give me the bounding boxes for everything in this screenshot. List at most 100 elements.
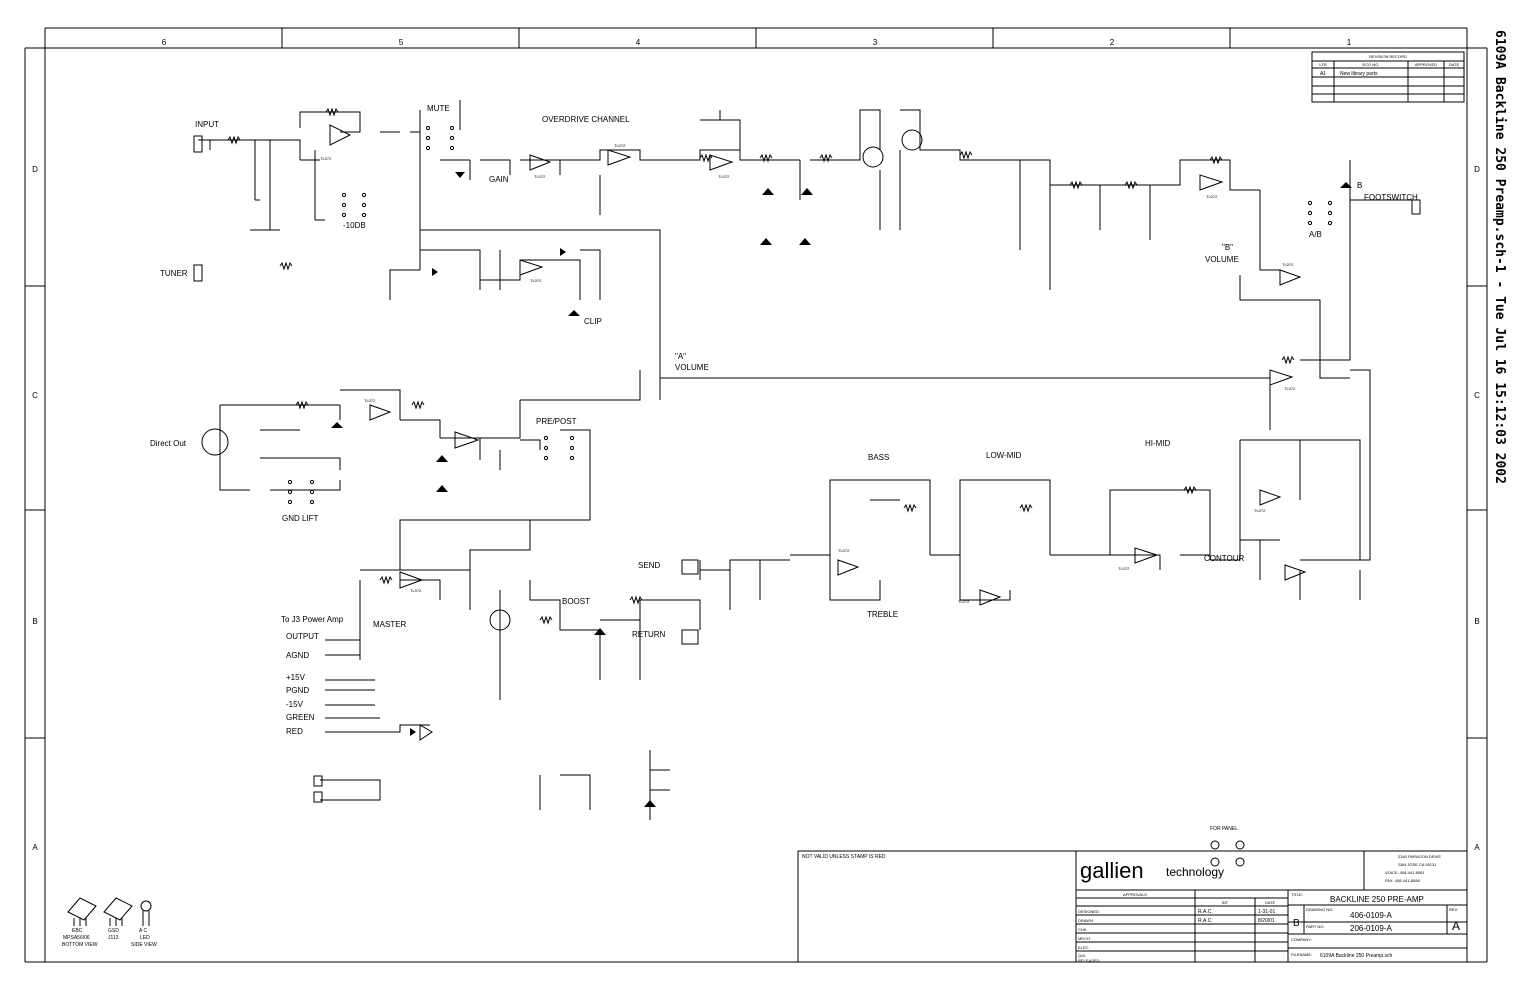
label-clip: CLIP (584, 317, 602, 326)
chip-label: TL072 (958, 599, 970, 604)
chip-label: TL072 (1284, 386, 1296, 391)
op-amps (329, 124, 1307, 741)
rev-col-approved: APPROVED (1415, 62, 1437, 67)
drawing-size: B (1293, 918, 1300, 929)
approval-role: CHK. (1078, 927, 1088, 932)
address-line-2: SAN JOSE CA 95131 (1398, 862, 1437, 867)
label-bottom-view: BOTTOM VIEW (62, 942, 98, 948)
label-ab: A/B (1309, 230, 1322, 239)
label-to-j3: To J3 Power Amp (281, 615, 344, 624)
label-treble: TREBLE (867, 610, 898, 619)
approval-role: MECH. (1078, 936, 1091, 941)
row-label-a-right: A (1474, 843, 1480, 852)
label-minus10db: -10DB (343, 221, 366, 230)
label-master: MASTER (373, 620, 407, 629)
rev-col-ltr: LTR (1319, 62, 1326, 67)
rev-col-eco: ECO NO. (1363, 62, 1380, 67)
label-low-mid: LOW-MID (986, 451, 1022, 460)
row-label-d-left: D (32, 165, 38, 174)
rev-col-date: DATE (1449, 62, 1460, 67)
rev-row-eco: New library parts (1340, 71, 1378, 77)
label-hi-mid: HI-MID (1145, 439, 1171, 448)
label-boost: BOOST (562, 597, 590, 606)
chip-label: TL072 (1254, 508, 1266, 513)
label-plus15v: +15V (286, 673, 306, 682)
approval-init: R.A.C. (1198, 918, 1213, 924)
drawing-title: BACKLINE 250 PRE-AMP (1330, 895, 1424, 904)
label-b-volume-q: "B" (1222, 243, 1233, 252)
chip-label: TL072 (1206, 194, 1218, 199)
transistors (489, 129, 923, 631)
label-led: LED (140, 935, 150, 941)
address-line-4: FAX: 408-441-8088 (1385, 878, 1420, 883)
rev-value: A (1452, 919, 1460, 933)
chip-label: TL072 (1282, 262, 1294, 267)
part-no: 206-0109-A (1350, 924, 1392, 933)
label-pre-post: PRE/POST (536, 417, 577, 426)
label-return: RETURN (632, 630, 666, 639)
label-pgnd: PGND (286, 686, 309, 695)
row-dividers (25, 285, 1487, 739)
stamp-note: NOT VALID UNLESS STAMP IS RED (802, 854, 886, 860)
approvals-col-date: DATE (1265, 900, 1276, 905)
row-label-b-right: B (1474, 617, 1479, 626)
label-a-volume: VOLUME (675, 363, 709, 372)
label-for-panel: FOR PANEL (1210, 826, 1238, 832)
column-dividers (281, 28, 1231, 48)
rev-row-ltr: A1 (1320, 71, 1326, 77)
label-contour: CONTOUR (1204, 554, 1245, 563)
drawing-no-label: DRAWING NO: (1306, 907, 1333, 912)
label-direct-out: Direct Out (150, 439, 187, 448)
label-bass: BASS (868, 453, 889, 462)
label-gain: GAIN (489, 175, 509, 184)
chip-label: TL072 (718, 174, 730, 179)
label-b: B (1357, 181, 1362, 190)
label-agnd: AGND (286, 651, 309, 660)
label-overdrive-channel: OVERDRIVE CHANNEL (542, 115, 630, 124)
approval-init: R.A.C. (1198, 909, 1213, 915)
row-label-d-right: D (1474, 165, 1480, 174)
label-led-ac: A C (139, 928, 147, 934)
label-input: INPUT (195, 120, 219, 129)
chip-label: TL072 (530, 278, 542, 283)
row-label-c-left: C (32, 391, 38, 400)
sheet-vertical-title: 6109A Backline 250 Preamp.sch-1 - Tue Ju… (1492, 30, 1507, 484)
rev-label: REV: (1449, 907, 1458, 912)
chip-label: TL072 (320, 156, 332, 161)
chip-label: TL072 (1118, 566, 1130, 571)
approval-date: 8/20/01 (1258, 918, 1275, 924)
label-footswitch: FOOTSWITCH (1364, 193, 1418, 202)
label-green: GREEN (286, 713, 315, 722)
label-output: OUTPUT (286, 632, 319, 641)
switches (287, 125, 1333, 505)
label-gnd-lift: GND LIFT (282, 514, 319, 523)
title-label: TITLE: (1291, 892, 1303, 897)
address-line-3: VOICE: 408-441-8061 (1385, 870, 1425, 875)
col-label-5: 5 (399, 38, 404, 47)
label-gsd: GSD (108, 928, 119, 934)
filename: 6109A Backline 250 Preamp.sch (1320, 953, 1392, 959)
chip-label: TL072 (410, 588, 422, 593)
approval-role: Q/A: (1078, 953, 1086, 958)
col-label-2: 2 (1110, 38, 1115, 47)
approval-role: DRAWN (1078, 918, 1093, 923)
label-mpsa: MPSA56/06 (63, 935, 90, 941)
chip-label: TL072 (838, 548, 850, 553)
approval-date: 1-31-01 (1258, 909, 1275, 915)
label-mute: MUTE (427, 104, 450, 113)
label-red: RED (286, 727, 303, 736)
company-brand: gallien (1080, 858, 1144, 883)
part-no-label: PART NO: (1306, 924, 1324, 929)
row-label-c-right: C (1474, 391, 1480, 400)
col-label-6: 6 (162, 38, 167, 47)
row-label-a-left: A (32, 843, 38, 852)
col-label-3: 3 (873, 38, 878, 47)
approvals-heading: APPROVALS (1123, 892, 1147, 897)
label-ebc: EBC (72, 928, 83, 934)
label-side-view: SIDE VIEW (131, 942, 157, 948)
approval-role: DESIGNED (1078, 909, 1099, 914)
label-minus15v: -15V (286, 700, 304, 709)
footprint-legend (67, 897, 152, 926)
col-label-1: 1 (1347, 38, 1352, 47)
